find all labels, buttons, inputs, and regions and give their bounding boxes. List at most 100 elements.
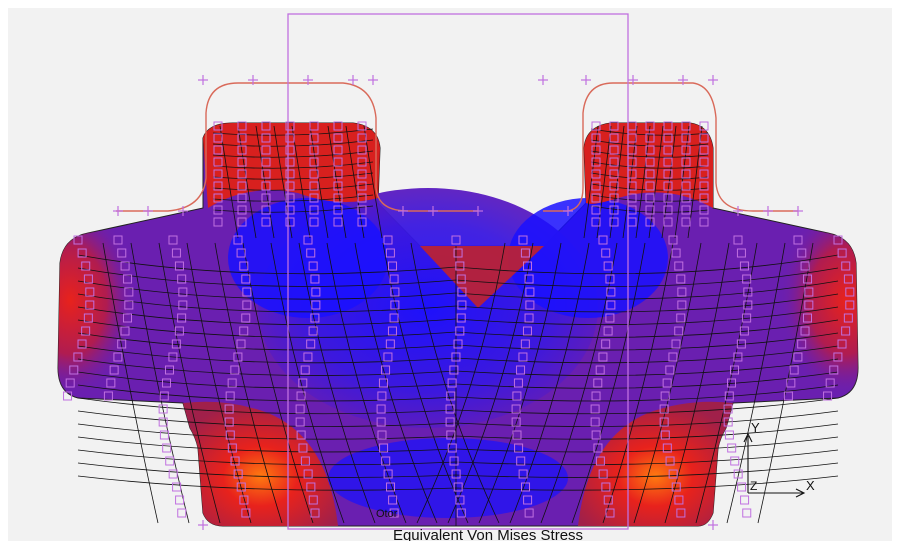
mesh-line (648, 125, 664, 239)
node-marker (591, 157, 601, 167)
node-marker (309, 205, 319, 215)
node-marker (65, 378, 75, 388)
node-marker (285, 133, 295, 143)
node-marker (823, 391, 833, 401)
node-marker (379, 443, 389, 453)
mesh-line (410, 242, 500, 524)
node-marker (451, 235, 461, 245)
node-marker (213, 217, 223, 227)
node-marker (603, 495, 613, 505)
node-marker (309, 193, 319, 203)
node-marker (730, 456, 740, 466)
node-marker (295, 404, 305, 414)
node-marker (306, 248, 316, 258)
mesh-line (674, 125, 690, 239)
node-marker (663, 121, 673, 131)
node-marker (627, 133, 637, 143)
mesh-line (726, 242, 786, 524)
axis-triad (743, 432, 806, 498)
node-marker (681, 217, 691, 227)
mesh-line (186, 242, 252, 524)
node-marker (645, 145, 655, 155)
node-marker (389, 313, 399, 323)
node-marker (63, 391, 73, 401)
node-marker (591, 205, 601, 215)
node-marker (172, 482, 182, 492)
node-marker (303, 352, 313, 362)
node-marker (793, 352, 803, 362)
node-marker (357, 181, 367, 191)
mesh-line (571, 242, 646, 524)
mesh-lines (77, 125, 839, 526)
node-marker (178, 300, 188, 310)
mesh-line (102, 242, 159, 524)
node-marker (595, 456, 605, 466)
node-marker (161, 378, 171, 388)
node-marker (117, 248, 127, 258)
node-marker (158, 404, 168, 414)
mesh-line (635, 125, 651, 239)
node-marker (237, 169, 247, 179)
node-marker (453, 339, 463, 349)
node-marker (609, 145, 619, 155)
node-marker (591, 145, 601, 155)
node-marker (308, 495, 318, 505)
mesh-line (633, 242, 702, 524)
node-marker (512, 391, 522, 401)
tool-outline (287, 13, 629, 530)
node-marker (241, 274, 251, 284)
node-marker (237, 193, 247, 203)
node-marker (665, 365, 675, 375)
node-marker (627, 121, 637, 131)
node-marker (663, 169, 673, 179)
node-marker (285, 169, 295, 179)
mesh-line (237, 125, 257, 239)
node-marker (843, 313, 853, 323)
node-marker (168, 235, 178, 245)
node-marker (455, 495, 465, 505)
node-marker (837, 248, 847, 258)
node-marker (159, 391, 169, 401)
node-marker (242, 287, 252, 297)
node-marker (660, 391, 670, 401)
node-marker (227, 378, 237, 388)
mesh-line (609, 125, 625, 239)
node-marker (681, 133, 691, 143)
node-marker (595, 365, 605, 375)
node-marker (308, 261, 318, 271)
mesh-line (309, 125, 329, 239)
node-marker (603, 326, 613, 336)
node-marker (164, 365, 174, 375)
node-marker (591, 430, 601, 440)
node-marker (591, 133, 601, 143)
node-marker (386, 482, 396, 492)
node-marker (739, 261, 749, 271)
node-marker (681, 157, 691, 167)
stress-contours (58, 123, 858, 526)
mesh-line (326, 242, 407, 524)
node-marker (113, 352, 123, 362)
result-caption: Equivalent Von Mises Stress (393, 527, 583, 541)
node-marker (85, 287, 95, 297)
fea-viewport[interactable]: Y X Z Otor Equivalent Von Mises Stress (8, 8, 892, 541)
node-marker (699, 157, 709, 167)
node-marker (296, 391, 306, 401)
node-marker (645, 181, 655, 191)
node-marker (123, 274, 133, 284)
node-marker (120, 261, 130, 271)
node-marker (733, 469, 743, 479)
node-marker (303, 235, 313, 245)
node-marker (453, 482, 463, 492)
node-marker (455, 326, 465, 336)
node-marker (383, 352, 393, 362)
node-marker (237, 121, 247, 131)
node-marker (733, 235, 743, 245)
node-marker (681, 121, 691, 131)
stress-plot: Y X Z Otor Equivalent Von Mises Stress (57, 13, 859, 541)
mesh-line (270, 242, 345, 524)
node-marker (793, 235, 803, 245)
node-marker (213, 169, 223, 179)
node-marker (523, 261, 533, 271)
node-marker (591, 181, 601, 191)
node-marker (645, 205, 655, 215)
